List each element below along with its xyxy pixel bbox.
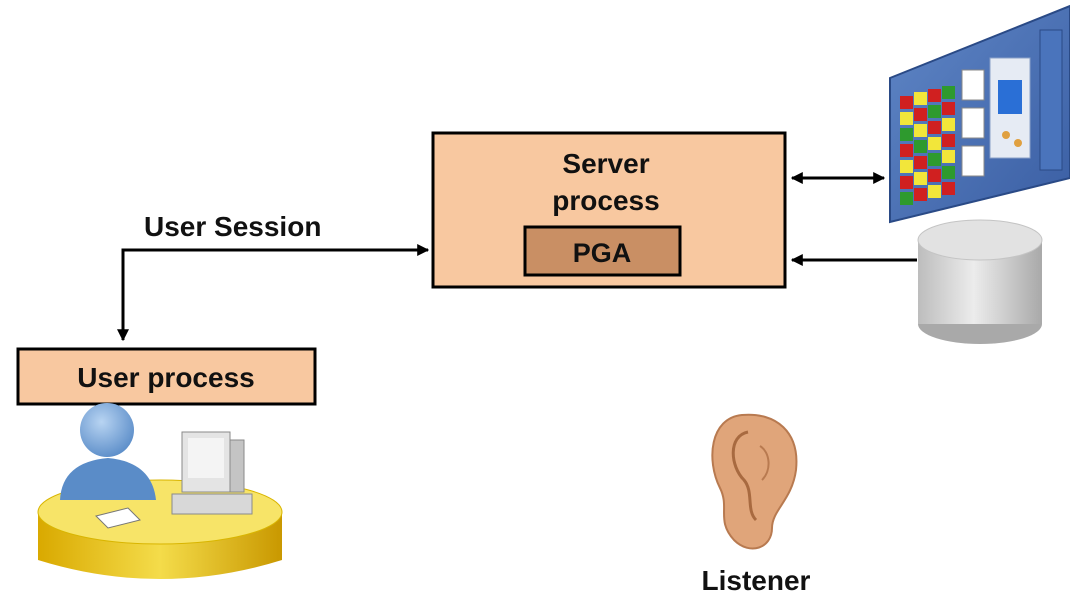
listener-label: Listener [702,565,811,596]
user-process-label: User process [77,362,254,393]
sga-memory-icon [889,4,1070,224]
user-session-connector [117,244,430,342]
server-process-label-line2: process [552,185,659,216]
ear-icon [711,413,798,550]
pga-box: PGA [523,225,682,277]
server-process-label-line1: Server [562,148,649,179]
database-cylinder-icon [917,219,1043,344]
user-process-box: User process [16,347,317,406]
user-at-desk-icon [37,403,283,579]
pga-label: PGA [573,238,632,268]
user-session-label: User Session [144,211,321,242]
